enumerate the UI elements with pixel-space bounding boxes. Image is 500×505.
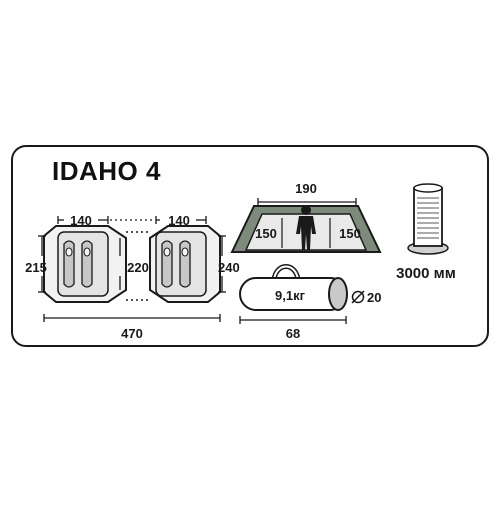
depth-left: 215 [25,260,47,275]
length-total: 470 [121,326,143,341]
dim-vestibule-right [155,216,207,224]
left-sleeping-bags [63,240,93,288]
dim-profile-heights [281,218,331,248]
packed-bag: 9,1кг 20 68 [239,264,381,341]
frame-border [11,145,489,347]
profile-height-left: 150 [255,226,277,241]
dim-profile-width [257,198,357,206]
product-title: IDAHO 4 [52,156,161,186]
depth-right: 240 [218,260,240,275]
floor-plan: 140 140 215 [25,213,240,341]
tent-profile: 190 150 150 [230,181,382,253]
packed-length: 68 [286,326,300,341]
vestibule-width-right: 140 [168,213,190,228]
packed-weight: 9,1кг [275,288,306,303]
person-icon [296,205,316,250]
water-column-rating: 3000 мм [396,265,456,282]
dim-packed-length [239,316,347,324]
profile-height-right: 150 [339,226,361,241]
dim-vestibule-left [57,216,109,224]
right-sleeping-bags [161,240,191,288]
depth-inner: 220 [127,260,149,275]
vestibule-width-left: 140 [70,213,92,228]
profile-width: 190 [295,181,317,196]
dim-depth-left [38,235,46,293]
water-column-icon [407,183,449,255]
bag-end [328,277,348,311]
diameter-icon [351,290,365,304]
packed-diameter: 20 [367,290,381,305]
dim-length-total [43,314,221,322]
dim-depth-right [218,235,226,293]
